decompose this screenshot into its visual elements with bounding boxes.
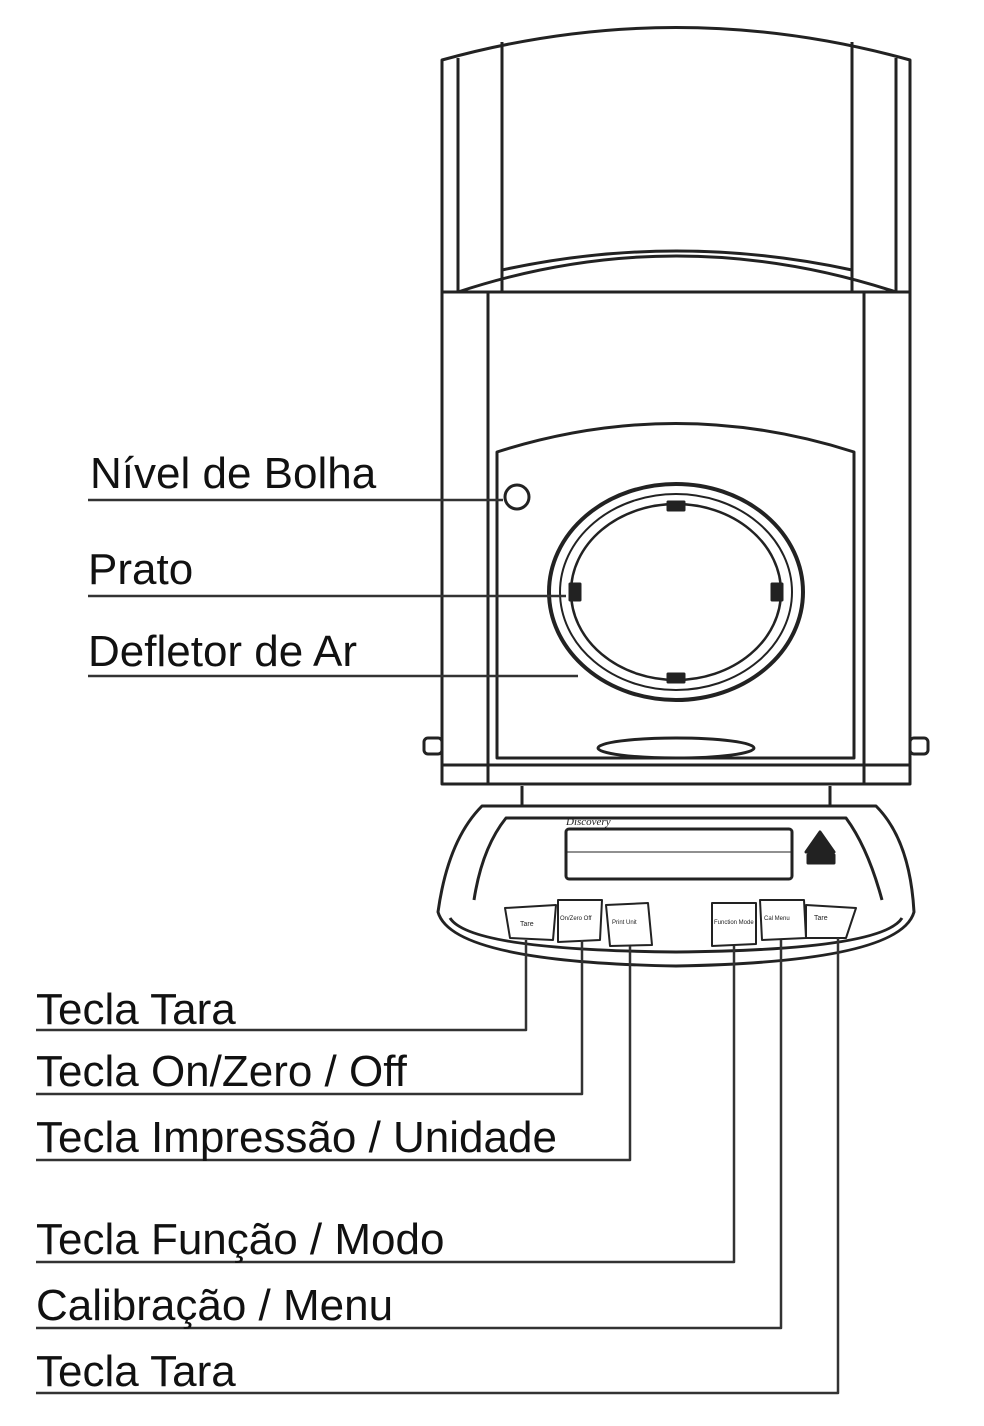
key-text-on-zero: On/Zero Off bbox=[560, 916, 592, 922]
control-base bbox=[436, 804, 916, 968]
label-on-zero-off-key: Tecla On/Zero / Off bbox=[36, 1047, 407, 1096]
leader-lines bbox=[36, 498, 840, 1395]
ohaus-logo bbox=[804, 830, 836, 865]
top-cover bbox=[440, 26, 912, 294]
display-window bbox=[564, 827, 794, 881]
key-text-cal: Cal Menu bbox=[764, 916, 790, 922]
key-text-tare-right: Tare bbox=[814, 915, 828, 922]
brand-text: Discovery bbox=[565, 816, 611, 828]
label-pan: Prato bbox=[88, 545, 194, 594]
label-print-unit-key: Tecla Impressão / Unidade bbox=[36, 1113, 557, 1162]
label-calibration-menu-key: Calibração / Menu bbox=[36, 1281, 394, 1330]
label-tare-key-left: Tecla Tara bbox=[36, 985, 236, 1034]
key-text-print: Print Unit bbox=[612, 920, 637, 926]
key-text-function: Function Mode bbox=[714, 920, 754, 926]
bubble-level-icon bbox=[503, 483, 531, 511]
label-draft-shield: Defletor de Ar bbox=[88, 627, 358, 676]
pan-assembly bbox=[547, 482, 805, 702]
label-tare-key-right: Tecla Tara bbox=[36, 1347, 236, 1396]
weighing-chamber bbox=[422, 290, 930, 786]
key-text-tare-left: Tare bbox=[520, 921, 534, 928]
label-function-mode-key: Tecla Função / Modo bbox=[36, 1215, 445, 1264]
keypad bbox=[504, 899, 857, 947]
label-bubble-level: Nível de Bolha bbox=[90, 449, 377, 498]
